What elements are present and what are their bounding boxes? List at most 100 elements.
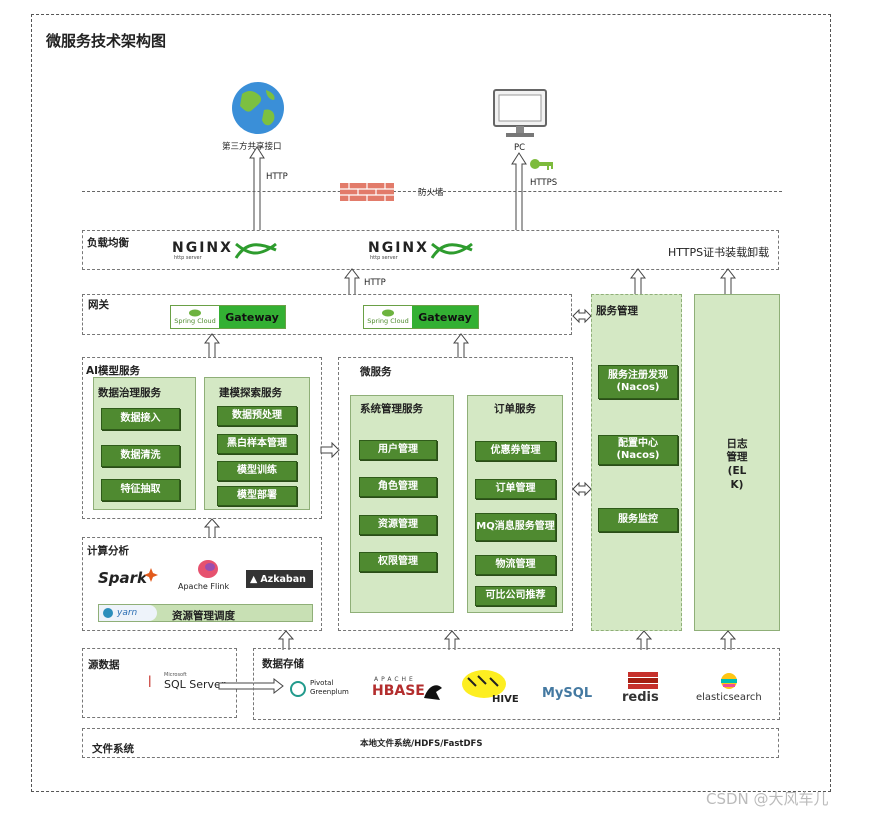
resource-mgmt-button[interactable]: 资源管理 <box>359 515 437 535</box>
system-mgmt-title: 系统管理服务 <box>360 403 423 415</box>
nginx-text: NGINX <box>172 240 233 256</box>
sqlserver-text: SQL Server <box>164 678 226 691</box>
gateway-box-2: Spring Cloud Gateway <box>363 305 479 329</box>
globe-icon <box>230 80 286 136</box>
logistics-mgmt-button[interactable]: 物流管理 <box>475 555 556 575</box>
storage-title: 数据存储 <box>262 658 304 670</box>
arrow-up-storage-compute <box>277 630 295 650</box>
modeling-title: 建模探索服务 <box>219 387 282 399</box>
http-label-top: HTTP <box>266 172 288 182</box>
arrow-up-compute <box>203 518 221 538</box>
key-icon <box>530 156 554 170</box>
sample-mgmt-button[interactable]: 黑白样本管理 <box>217 434 297 454</box>
yarn-logo: yarn <box>99 605 157 621</box>
data-gov-title: 数据治理服务 <box>98 387 161 399</box>
watermark: CSDN @大风车儿 <box>706 790 829 808</box>
azkaban-icon: ▲ <box>250 573 258 585</box>
azkaban-logo: ▲ Azkaban <box>246 570 313 588</box>
yarn-icon <box>103 608 113 618</box>
yarn-text: yarn <box>117 608 138 618</box>
pc-label: PC <box>514 143 526 153</box>
hbase-logo: APACHE HBASE <box>372 676 446 704</box>
arrow-right-ai-micro <box>320 441 340 459</box>
third-party-label: 第三方共享接口 <box>222 142 282 152</box>
load-balance-section <box>82 230 779 270</box>
arrow-bidir-micro-svcmgmt <box>572 481 592 497</box>
elasticsearch-text: elasticsearch <box>696 692 762 703</box>
arrow-up-lb <box>343 268 361 294</box>
arrow-up-storage-micro <box>443 630 461 650</box>
nginx-subtext: http server <box>370 255 398 261</box>
nginx-text: NGINX <box>368 240 429 256</box>
firewall-line <box>82 191 782 192</box>
resource-mgmt-label: 资源管理调度 <box>172 610 235 622</box>
greenplum-text-1: Pivotal <box>310 679 334 687</box>
arrow-bidir-gateway-svc <box>572 308 592 324</box>
filesystem-title: 文件系统 <box>92 743 134 755</box>
compute-section <box>82 537 322 631</box>
elasticsearch-logo: elasticsearch <box>696 672 764 706</box>
company-recommend-button[interactable]: 可比公司推荐 <box>475 586 556 606</box>
arrow-up-https-offload-left <box>629 268 647 294</box>
sqlserver-logo: ꟾ Microsoft SQL Server <box>148 672 225 698</box>
log-mgmt-panel <box>694 294 780 631</box>
ai-model-title: AI模型服务 <box>86 365 141 377</box>
gateway-box-1: Spring Cloud Gateway <box>170 305 286 329</box>
nginx-subtext: http server <box>174 255 202 261</box>
gateway-label: Gateway <box>412 306 478 328</box>
coupon-mgmt-button[interactable]: 优惠券管理 <box>475 441 556 461</box>
mq-service-button[interactable]: MQ消息服务管理 <box>475 513 556 541</box>
redis-logo: redis <box>618 672 672 706</box>
permission-mgmt-button[interactable]: 权限管理 <box>359 552 437 572</box>
arrow-up-micro <box>452 333 470 358</box>
arrow-up-http <box>249 146 265 230</box>
gateway-section <box>82 294 572 335</box>
spring-cloud-text: Spring Cloud <box>367 317 409 325</box>
microservice-section <box>338 357 573 631</box>
spark-logo: Spark <box>98 568 162 592</box>
filesystem-section <box>82 728 779 758</box>
diagram-frame <box>31 14 831 792</box>
arrow-up-storage-svcmgmt <box>635 630 653 650</box>
service-monitor-button[interactable]: 服务监控 <box>598 508 678 532</box>
storage-section <box>253 648 780 720</box>
order-service-title: 订单服务 <box>494 403 536 415</box>
greenplum-icon <box>290 681 306 697</box>
azkaban-text: Azkaban <box>260 573 306 585</box>
diagram-title: 微服务技术架构图 <box>46 32 167 50</box>
config-center-button[interactable]: 配置中心(Nacos) <box>598 435 678 465</box>
spring-cloud-logo: Spring Cloud <box>171 306 219 328</box>
hbase-top-text: APACHE <box>374 676 416 683</box>
redis-text: redis <box>622 690 659 705</box>
arrow-up-https-offload-right <box>719 268 737 294</box>
mysql-text: MySQL <box>542 686 593 701</box>
source-data-title: 源数据 <box>88 659 120 671</box>
system-mgmt-panel <box>350 395 454 613</box>
nginx-logo-1: NGINX http server <box>172 240 282 262</box>
user-mgmt-button[interactable]: 用户管理 <box>359 440 437 460</box>
spring-cloud-text: Spring Cloud <box>174 317 216 325</box>
model-deploy-button[interactable]: 模型部署 <box>217 486 297 506</box>
http-label-lb: HTTP <box>364 278 386 288</box>
nginx-logo-2: NGINX http server <box>368 240 478 262</box>
order-mgmt-button[interactable]: 订单管理 <box>475 479 556 499</box>
flink-text: Apache Flink <box>178 582 230 591</box>
preprocess-button[interactable]: 数据预处理 <box>217 406 297 426</box>
mysql-logo: MySQL <box>542 682 598 702</box>
spring-cloud-logo: Spring Cloud <box>364 306 412 328</box>
data-cleaning-button[interactable]: 数据清洗 <box>101 445 180 467</box>
hive-text: HIVE <box>492 694 519 705</box>
ai-model-section <box>82 357 322 519</box>
brick-wall-icon <box>340 183 394 201</box>
flink-logo: Apache Flink <box>178 558 240 594</box>
gateway-title: 网关 <box>88 299 109 311</box>
data-access-button[interactable]: 数据接入 <box>101 408 180 430</box>
microservice-title: 微服务 <box>360 366 392 378</box>
compute-title: 计算分析 <box>87 545 129 557</box>
role-mgmt-button[interactable]: 角色管理 <box>359 477 437 497</box>
model-training-button[interactable]: 模型训练 <box>217 461 297 481</box>
arrow-up-storage-log <box>719 630 737 650</box>
service-discovery-button[interactable]: 服务注册发现(Nacos) <box>598 365 678 399</box>
feature-extract-button[interactable]: 特征抽取 <box>101 479 180 501</box>
service-mgmt-title: 服务管理 <box>596 305 638 317</box>
